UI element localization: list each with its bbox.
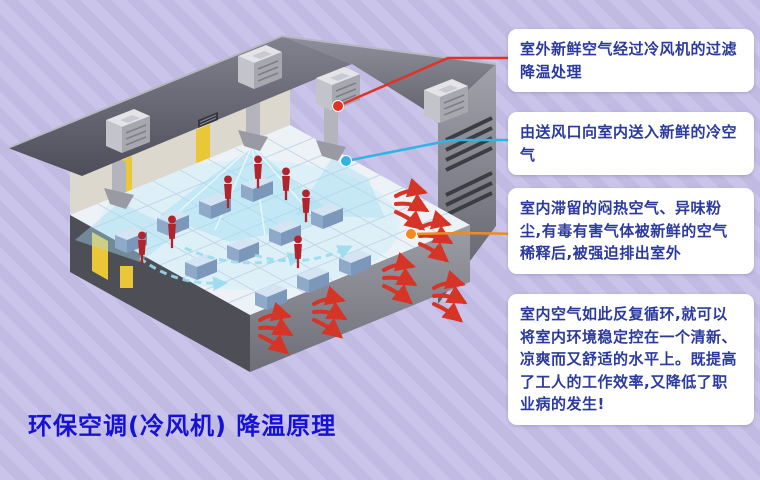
louver-vent-icon <box>445 116 493 217</box>
factory-cooling-diagram <box>7 34 497 372</box>
callout-circulation-benefits: 室内空气如此反复循环,就可以将室内环境稳定控在一个清新、凉爽而又舒适的水平上。既… <box>508 294 754 425</box>
callout-text: 由送风口向室内送入新鲜的冷空气 <box>520 123 738 164</box>
callout-text: 室内空气如此反复循环,就可以将室内环境稳定控在一个清新、凉爽而又舒适的水平上。既… <box>520 305 738 413</box>
callout-supply-vent: 由送风口向室内送入新鲜的冷空气 <box>508 112 754 175</box>
callout-text: 室内滞留的闷热空气、异味粉尘,有毒有害气体被新鲜的空气稀释后,被强迫排出室外 <box>520 199 728 262</box>
door-icon <box>92 232 108 280</box>
air-diffusers <box>104 130 346 209</box>
machine-cabinet <box>120 266 133 288</box>
page-title: 环保空调(冷风机) 降温原理 <box>28 412 337 440</box>
callout-text: 室外新鲜空气经过冷风机的过滤降温处理 <box>520 40 738 81</box>
callout-fresh-air-filtering: 室外新鲜空气经过冷风机的过滤降温处理 <box>508 29 754 92</box>
door-icon <box>196 124 210 164</box>
cool-airflow-arrows <box>139 245 353 292</box>
machines <box>115 176 371 310</box>
front-left-wall <box>70 215 250 372</box>
callout-exhaust-dilution: 室内滞留的闷热空气、异味粉尘,有毒有害气体被新鲜的空气稀释后,被强迫排出室外 <box>508 188 754 274</box>
front-right-wall <box>250 225 470 372</box>
roof-vent-icon <box>198 112 218 128</box>
